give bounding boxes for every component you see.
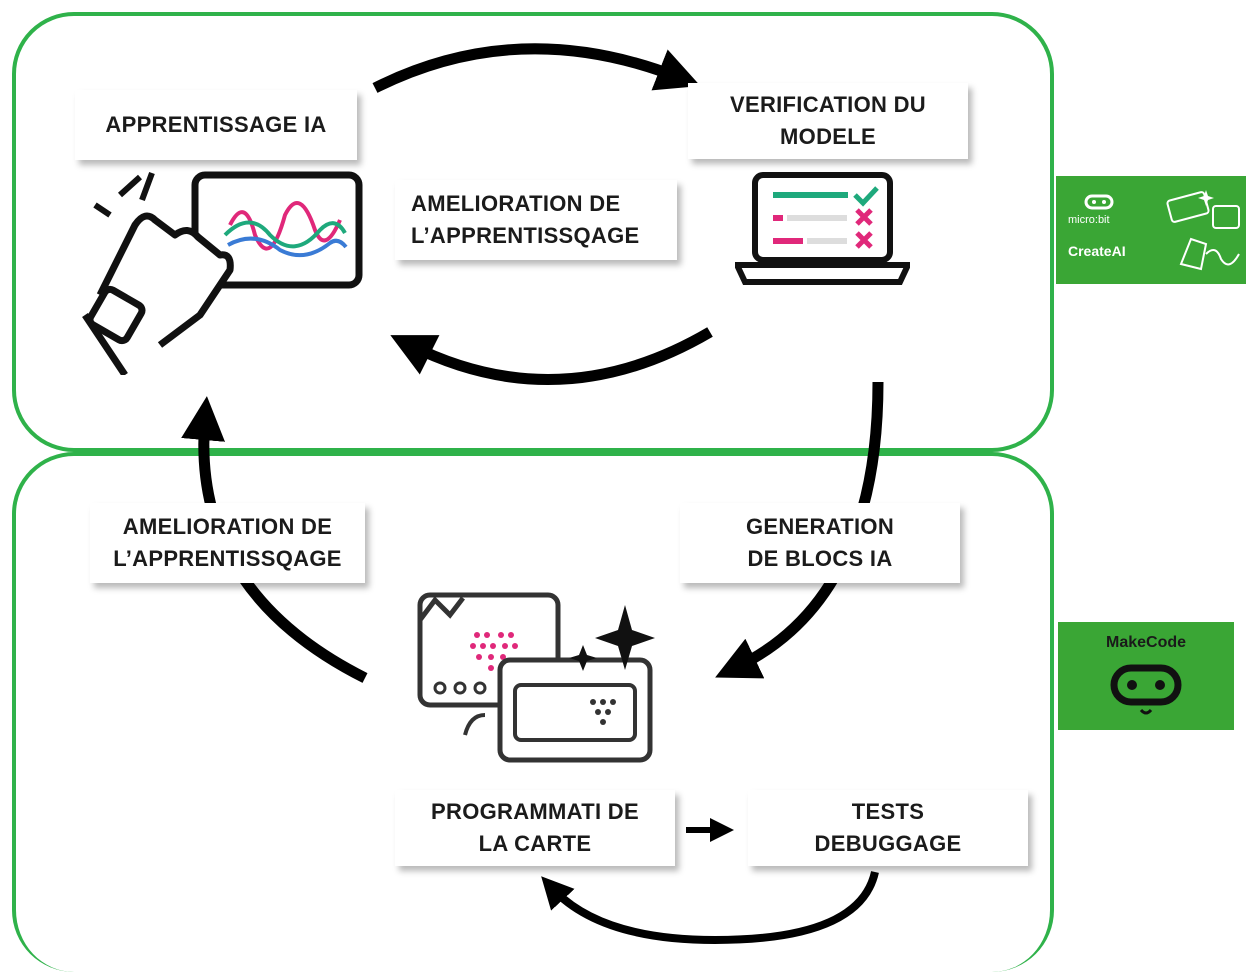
makecode-badge: MakeCode xyxy=(1058,622,1234,730)
createai-illustration-icon xyxy=(1166,190,1240,271)
microbit-boards-icon xyxy=(417,592,655,763)
laptop-check-icon xyxy=(735,172,910,285)
arrow-back-to-apprentissage xyxy=(390,327,713,385)
top-panel-createai xyxy=(12,12,1054,452)
arrow-tests-back-to-programmation xyxy=(541,871,879,945)
microbit-logo-icon xyxy=(1084,194,1114,210)
arrow-to-verification xyxy=(372,43,701,93)
hand-clap-sensor-icon xyxy=(82,171,363,375)
createai-name: CreateAI xyxy=(1068,243,1126,259)
createai-badge: micro:bit CreateAI xyxy=(1056,176,1246,284)
makecode-name: MakeCode xyxy=(1105,634,1187,651)
microbit-brand: micro:bit xyxy=(1068,214,1110,226)
makecode-logo-icon xyxy=(1110,664,1182,715)
bottom-panel-makecode xyxy=(12,452,1054,972)
label-apprentissage-ia: APPRENTISSAGE IA xyxy=(75,90,357,160)
